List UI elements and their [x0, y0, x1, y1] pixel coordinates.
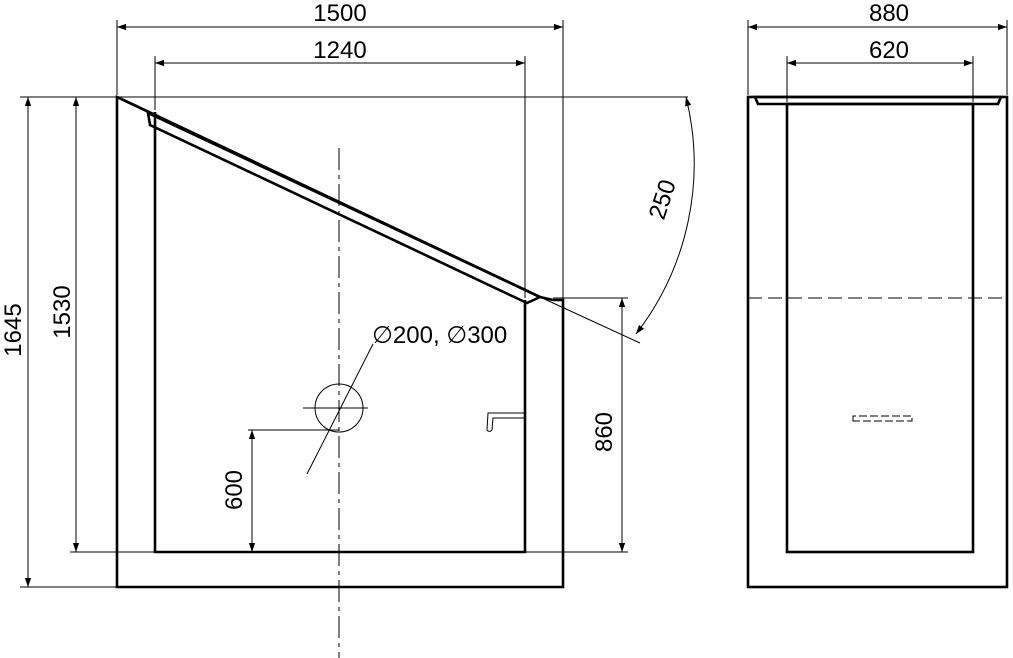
side-hidden-drain	[852, 415, 913, 422]
side-lid-rim	[753, 95, 1003, 106]
dim-label-880: 880	[869, 0, 909, 27]
dim-label-1240: 1240	[313, 37, 366, 64]
front-view: ∅200, ∅300 1500 1240 1645 1530 600	[0, 0, 695, 658]
drain-diameter-label: ∅200, ∅300	[372, 322, 507, 349]
dim-label-620: 620	[869, 37, 909, 64]
dim-label-1645: 1645	[0, 303, 27, 356]
ext-lid-prolongation	[539, 296, 641, 344]
dim-label-600: 600	[221, 470, 248, 510]
front-inner-contour	[153, 112, 527, 554]
dim-label-1500: 1500	[313, 0, 366, 27]
dim-arc-250	[635, 96, 695, 335]
dim-label-1530: 1530	[49, 285, 76, 338]
side-inner-contour	[785, 102, 975, 554]
dim-label-250: 250	[644, 176, 682, 222]
side-view: 880 620	[746, 0, 1009, 589]
faucet-icon	[486, 412, 525, 432]
drain-leader	[306, 343, 374, 475]
lid-plate	[146, 110, 544, 305]
dim-label-860: 860	[591, 412, 618, 452]
